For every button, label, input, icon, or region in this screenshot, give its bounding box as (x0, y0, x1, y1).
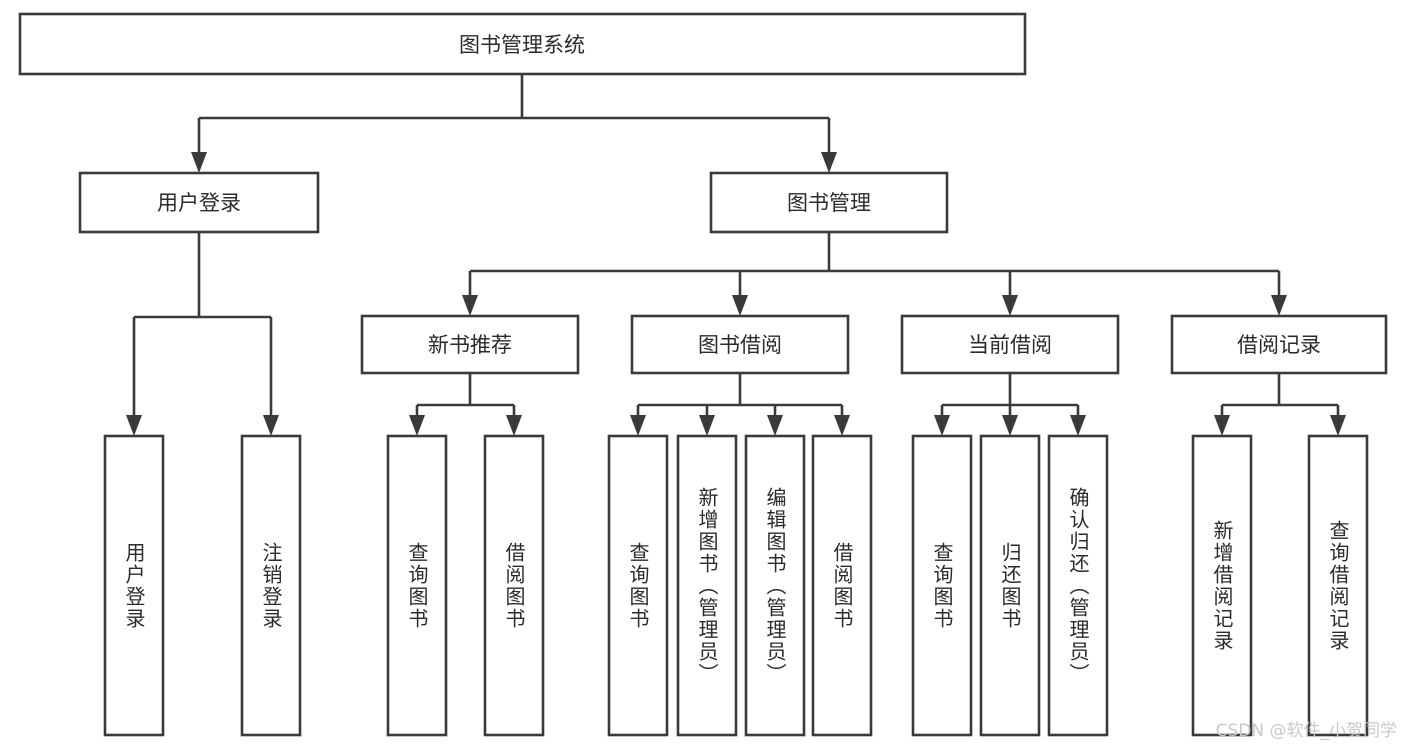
leaf-edit-book-label: 编辑图书（管理员） (763, 487, 787, 685)
connector-user-login-to-leaves (132, 232, 273, 418)
leaf-user-login-label: 用户登录 (122, 542, 146, 630)
leaf-query-book-1-label: 查询图书 (405, 542, 429, 630)
node-borrow-record-label: 借阅记录 (1237, 333, 1321, 357)
arrowhead-leaf-borrow-book-2 (834, 415, 850, 436)
arrowhead-leaf-return-book (1002, 415, 1018, 436)
node-root-box[interactable] (18, 12, 1027, 76)
node-book-management[interactable]: 图书管理 (709, 171, 949, 234)
leaf-query-record[interactable]: 查询借阅记录 (1307, 434, 1369, 737)
arrowhead-leaf-query-book-2 (630, 415, 646, 436)
leaf-query-record-box[interactable] (1307, 434, 1369, 737)
connector-new-book-recommend-to-leaves (415, 373, 516, 418)
node-borrow-record-box[interactable] (1170, 314, 1388, 375)
arrowhead-leaf-confirm-return (1070, 415, 1086, 436)
node-root[interactable]: 图书管理系统 (18, 12, 1027, 76)
node-new-book-recommend[interactable]: 新书推荐 (360, 314, 580, 375)
leaf-return-book-box[interactable] (979, 434, 1041, 737)
node-book-borrow[interactable]: 图书借阅 (630, 314, 850, 375)
leaf-add-record-box[interactable] (1191, 434, 1253, 737)
leaf-query-book-2[interactable]: 查询图书 (607, 434, 669, 737)
arrowhead-leaf-borrow-book-1 (506, 415, 522, 436)
arrowhead-to-current-borrow (1002, 295, 1018, 316)
leaf-edit-book[interactable]: 编辑图书（管理员） (744, 434, 806, 737)
connectors-layer (126, 74, 1346, 436)
leaf-query-book-3[interactable]: 查询图书 (911, 434, 973, 737)
leaf-logout-login-label: 注销登录 (259, 542, 283, 630)
node-book-management-box[interactable] (709, 171, 949, 234)
leaf-confirm-return-box[interactable] (1047, 434, 1109, 737)
node-user-login[interactable]: 用户登录 (78, 171, 320, 234)
leaf-confirm-return[interactable]: 确认归还（管理员） (1047, 434, 1109, 737)
leaf-query-book-3-box[interactable] (911, 434, 973, 737)
node-new-book-recommend-box[interactable] (360, 314, 580, 375)
arrowhead-to-book-management (821, 152, 837, 173)
leaf-return-book-label: 归还图书 (998, 542, 1022, 630)
node-book-borrow-box[interactable] (630, 314, 850, 375)
leaf-logout-login[interactable]: 注销登录 (240, 434, 302, 737)
arrowhead-leaf-user-login (126, 415, 142, 436)
leaf-query-book-2-box[interactable] (607, 434, 669, 737)
arrowhead-leaf-query-record (1330, 415, 1346, 436)
connector-book-management-to-level3 (468, 232, 1281, 298)
node-user-login-label: 用户登录 (157, 191, 241, 215)
node-borrow-record[interactable]: 借阅记录 (1170, 314, 1388, 375)
arrowhead-to-book-borrow (732, 295, 748, 316)
connector-current-borrow-to-leaves (940, 373, 1080, 418)
leaf-borrow-book-2-label: 借阅图书 (830, 542, 854, 630)
leaf-query-book-3-label: 查询图书 (930, 542, 954, 630)
connector-book-borrow-to-leaves (636, 373, 844, 418)
leaf-logout-login-box[interactable] (240, 434, 302, 737)
leaf-borrow-book-2-box[interactable] (811, 434, 873, 737)
node-book-borrow-label: 图书借阅 (698, 333, 782, 357)
leaf-user-login-box[interactable] (103, 434, 165, 737)
node-current-borrow[interactable]: 当前借阅 (900, 314, 1120, 375)
leaf-query-book-1[interactable]: 查询图书 (386, 434, 448, 737)
arrowhead-leaf-add-record (1214, 415, 1230, 436)
arrowhead-leaf-edit-book (767, 415, 783, 436)
node-root-label: 图书管理系统 (459, 33, 585, 57)
leaf-borrow-book-1-box[interactable] (483, 434, 545, 737)
arrowhead-to-new-book-recommend (462, 295, 478, 316)
leaf-query-book-1-box[interactable] (386, 434, 448, 737)
leaf-borrow-book-1[interactable]: 借阅图书 (483, 434, 545, 737)
node-current-borrow-box[interactable] (900, 314, 1120, 375)
leaf-borrow-book-2[interactable]: 借阅图书 (811, 434, 873, 737)
leaf-add-book-box[interactable] (676, 434, 738, 737)
arrowhead-leaf-add-book (699, 415, 715, 436)
arrowhead-to-user-login (191, 152, 207, 173)
arrowhead-leaf-query-book-3 (934, 415, 950, 436)
leaf-add-book-label: 新增图书（管理员） (695, 487, 719, 685)
leaf-add-record[interactable]: 新增借阅记录 (1191, 434, 1253, 737)
leaf-query-record-label: 查询借阅记录 (1326, 520, 1350, 652)
node-new-book-recommend-label: 新书推荐 (428, 333, 512, 357)
leaf-confirm-return-label: 确认归还（管理员） (1066, 487, 1090, 685)
arrowhead-leaf-query-book-1 (409, 415, 425, 436)
leaf-edit-book-box[interactable] (744, 434, 806, 737)
arrowhead-to-borrow-record (1271, 295, 1287, 316)
leaf-borrow-book-1-label: 借阅图书 (502, 542, 526, 630)
leaf-query-book-2-label: 查询图书 (626, 542, 650, 630)
arrowhead-leaf-logout-login (263, 415, 279, 436)
leaf-add-book[interactable]: 新增图书（管理员） (676, 434, 738, 737)
connector-root-to-level2 (197, 74, 831, 155)
node-book-management-label: 图书管理 (787, 191, 871, 215)
leaf-return-book[interactable]: 归还图书 (979, 434, 1041, 737)
leaf-add-record-label: 新增借阅记录 (1210, 520, 1234, 652)
node-user-login-box[interactable] (78, 171, 320, 234)
connector-borrow-record-to-leaves (1220, 373, 1340, 418)
leaf-user-login[interactable]: 用户登录 (103, 434, 165, 737)
node-current-borrow-label: 当前借阅 (968, 333, 1052, 357)
